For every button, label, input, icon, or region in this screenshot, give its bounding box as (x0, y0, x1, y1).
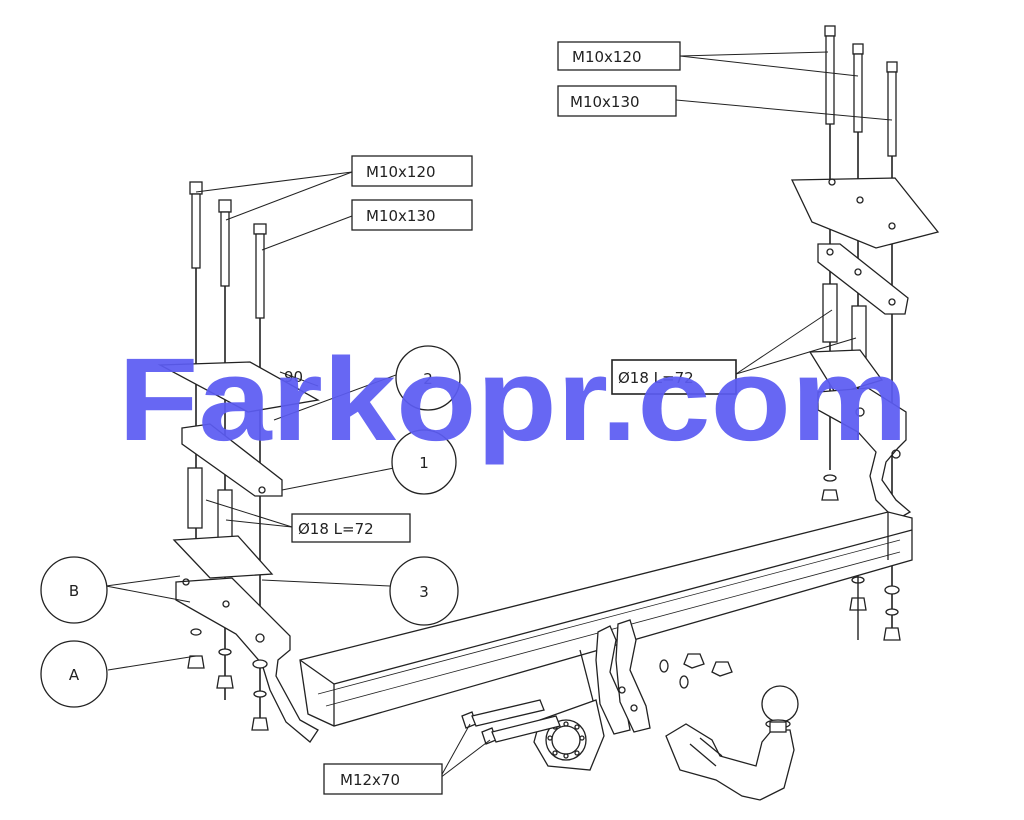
callout-1: 1 (419, 454, 429, 472)
right-side-bracket (817, 387, 912, 521)
left-hardware (187, 628, 269, 731)
callout-circle-2 (395, 345, 461, 411)
label-dimension-90: 90 (284, 368, 303, 386)
left-side-bracket (175, 577, 319, 743)
watermark: Farkopr.com (118, 334, 908, 466)
label-box-right-bolt-2 (557, 85, 677, 117)
label-box-left-bolt-2 (351, 199, 473, 231)
left-top-plate (157, 361, 320, 413)
crossbar (299, 511, 913, 727)
label-box-tow-bolts (323, 763, 443, 795)
center-hardware (659, 653, 733, 689)
right-lower-plate (808, 349, 884, 395)
center-mount-brackets (579, 619, 651, 735)
label-right-bolt-2: M10x130 (570, 93, 640, 111)
right-bracket-strip (817, 243, 909, 315)
callout-circle-A (40, 640, 108, 708)
callout-3: 3 (419, 583, 429, 601)
label-left-bolt-2: M10x130 (366, 207, 436, 225)
right-hardware (821, 474, 901, 641)
tow-ball (761, 685, 799, 723)
label-spacer-right: Ø18 L=72 (618, 369, 694, 387)
left-spacer-1 (187, 467, 203, 529)
left-bracket-strip (181, 423, 283, 497)
callout-circle-B (40, 556, 108, 624)
callout-circle-1 (391, 429, 457, 495)
callout-2: 2 (423, 370, 433, 388)
leader-lines (105, 51, 893, 779)
tow-ball-arm (665, 685, 799, 801)
label-right-bolt-1: M10x120 (572, 48, 642, 66)
right-top-plate (790, 177, 940, 249)
label-box-spacer-left (291, 513, 411, 543)
left-lower-plate (172, 535, 274, 579)
label-left-bolt-1: M10x120 (366, 163, 436, 181)
label-box-left-bolt-1 (351, 155, 473, 187)
label-spacer-left: Ø18 L=72 (298, 520, 374, 538)
label-box-right-bolt-1 (557, 41, 681, 71)
label-box-spacer-right (611, 359, 737, 395)
callout-circle-3 (389, 556, 459, 626)
tow-bolts (461, 699, 561, 745)
label-tow-bolts: M12x70 (340, 771, 400, 789)
right-spacer-1 (822, 283, 838, 343)
callout-B: B (69, 582, 79, 600)
callout-A: A (69, 666, 80, 684)
